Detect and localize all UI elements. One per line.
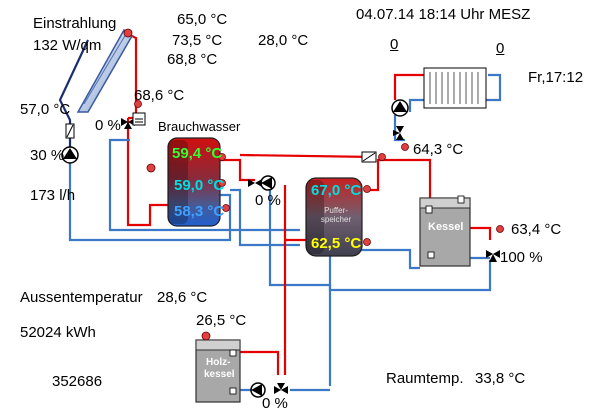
buffer-tank [305, 177, 371, 257]
buffer-temp-bottom: 62,5 °C [311, 235, 362, 252]
boiler-mixer-icon [486, 225, 504, 262]
wood-boiler-icon [195, 331, 241, 403]
dhw-title: Brauchwasser [158, 119, 241, 134]
heating-pump-icon [391, 99, 409, 117]
heating-radiator-return [408, 73, 502, 112]
energy-value: 52024 kWh [20, 324, 96, 341]
heating-supply-pipe [393, 73, 425, 100]
dhw-valve-percent: 0 % [255, 192, 281, 209]
pipes [58, 33, 502, 392]
heating-flow-temp: 64,3 °C [413, 141, 464, 158]
header-value-right: 0 [496, 40, 505, 57]
solar-to-dhw-pipe [126, 118, 172, 227]
dhw-temp-mid: 59,0 °C [174, 177, 225, 194]
wood-boiler-flow [240, 350, 280, 375]
dhw-pump-icon [260, 175, 276, 191]
solar-pump-icon [61, 146, 79, 164]
wood-boiler-return [268, 190, 332, 386]
solar-return-blue [108, 138, 300, 232]
solar-pump-value: 30 % [30, 147, 65, 164]
boiler-mixer-percent: 100 % [500, 249, 543, 266]
dhw-temp-bottom: 58,3 °C [174, 203, 225, 220]
heat-exchanger-icon [361, 151, 386, 163]
boiler-lower-loop [328, 250, 492, 292]
solar-return-temp: 57,0 °C [20, 101, 71, 118]
temp-28: 28,0 °C [258, 32, 309, 49]
dhw-temp-top: 59,4 °C [172, 145, 223, 162]
dhw-mixer-icon [132, 112, 146, 126]
solar-collector [76, 28, 133, 113]
dhw-valve-icon [248, 179, 262, 187]
header-value-left: 0 [390, 36, 399, 53]
heating-flow-to-dhw [239, 153, 376, 159]
weekday-time: Fr,17:12 [528, 69, 584, 86]
buffer-temp-top: 67,0 °C [311, 182, 362, 199]
dhw-hot-line [220, 158, 255, 182]
solar-flow-temp: 68,6 °C [134, 87, 185, 104]
solar-valve-percent: 0 % [95, 117, 121, 134]
outdoor-label: Aussentemperatur [20, 289, 143, 306]
wood-boiler-valve-icon [274, 383, 288, 394]
irradiation-value: 132 W/qm [33, 37, 102, 54]
wood-boiler-label-2: kessel [204, 369, 235, 380]
boiler-icon [419, 195, 471, 267]
wood-boiler-pump-icon [250, 382, 266, 398]
outdoor-value: 28,6 °C [157, 289, 208, 306]
main-blue-loop [360, 248, 420, 270]
datetime: 04.07.14 18:14 Uhr MESZ [356, 6, 531, 23]
solar-valve-sensor [134, 100, 142, 108]
collector-sensor-icon [123, 28, 133, 38]
room-value: 33,8 °C [475, 370, 526, 387]
solar-return-pipe [58, 39, 89, 160]
wood-boiler-temp: 26,5 °C [196, 312, 247, 329]
wood-boiler-label-1: Holz- [206, 357, 231, 368]
dhw-tank [146, 137, 230, 227]
buffer-label: Puffer-speicher [320, 206, 352, 224]
radiator-icon [423, 67, 487, 109]
flow-meter-icon [65, 123, 75, 139]
boiler-label: Kessel [428, 221, 464, 233]
boiler-flow-pipe [470, 226, 492, 240]
collector-temp-1: 65,0 °C [177, 11, 228, 28]
room-label: Raumtemp. [386, 370, 464, 387]
collector-temp-3: 68,8 °C [167, 51, 218, 68]
collector-temp-2: 73,5 °C [172, 32, 223, 49]
solar-flow-rate: 173 l/h [30, 187, 76, 204]
buffer-to-boiler [368, 158, 432, 205]
heating-valve-icon [393, 126, 409, 151]
wood-boiler-valve-percent: 0 % [262, 395, 288, 412]
boiler-temp: 63,4 °C [511, 221, 562, 238]
counter-value: 352686 [52, 373, 103, 390]
irradiation-label: Einstrahlung [33, 15, 117, 32]
